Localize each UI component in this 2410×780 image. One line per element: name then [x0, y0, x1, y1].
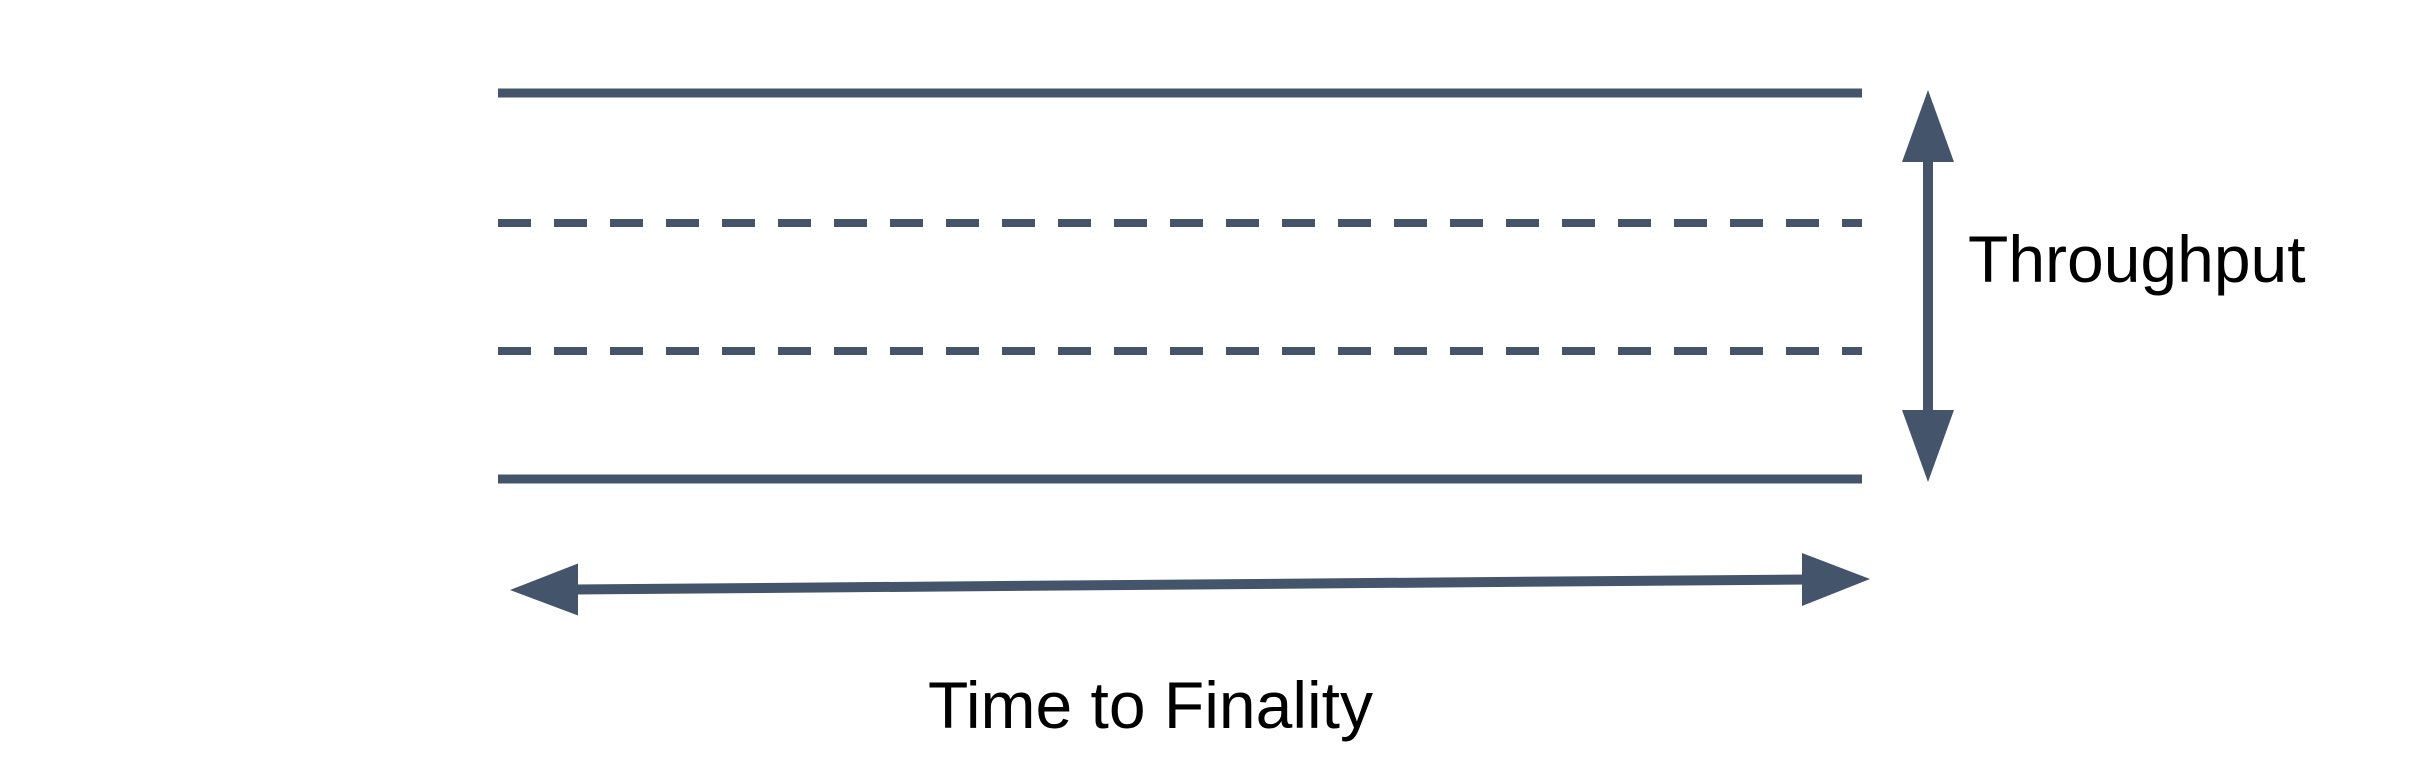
- time-to-finality-label: Time to Finality: [928, 668, 1373, 742]
- throughput-label: Throughput: [1968, 222, 2306, 296]
- throughput-arrow: [1902, 90, 1954, 482]
- time-to-finality-arrow-left-head-icon: [510, 563, 578, 616]
- time-to-finality-arrow-shaft: [573, 574, 1807, 595]
- time-to-finality-arrow: [510, 553, 1870, 616]
- time-to-finality-arrow-right-head-icon: [1802, 553, 1870, 606]
- throughput-arrow-down-head-icon: [1902, 410, 1954, 482]
- throughput-arrow-up-head-icon: [1902, 90, 1954, 162]
